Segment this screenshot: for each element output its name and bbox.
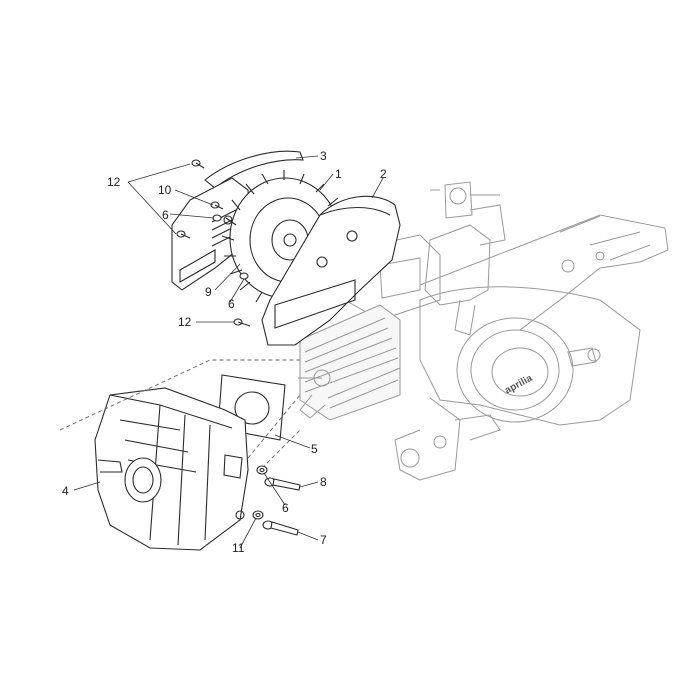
callout-4: 4 xyxy=(62,484,69,498)
part-4-cylinder-cover xyxy=(94,387,249,551)
callout-7: 7 xyxy=(320,533,327,547)
leader-lines xyxy=(73,155,384,549)
washer-6-lower xyxy=(256,465,268,475)
bolt-7 xyxy=(262,520,299,536)
screw-10 xyxy=(210,201,224,210)
callout-labels: 12 10 6 3 1 2 9 6 12 5 4 8 6 11 7 xyxy=(62,149,387,555)
screw-12-mid xyxy=(233,318,251,327)
callout-6-lower: 6 xyxy=(282,501,289,515)
screw-12-left xyxy=(176,230,191,239)
callout-1: 1 xyxy=(335,167,342,181)
callout-6-mid: 6 xyxy=(228,297,235,311)
callout-5: 5 xyxy=(311,442,318,456)
fasteners xyxy=(176,159,301,536)
aprilia-logo: aprilia xyxy=(503,373,535,397)
cylinder-ghost xyxy=(298,304,401,421)
callout-12-top: 12 xyxy=(107,175,121,189)
callout-8: 8 xyxy=(320,475,327,489)
washer-6-mid xyxy=(239,272,249,280)
washer-6-upper xyxy=(212,214,222,222)
callout-10: 10 xyxy=(158,183,172,197)
callout-9: 9 xyxy=(205,285,212,299)
callout-6-upper: 6 xyxy=(162,208,169,222)
part-3-shroud-plate xyxy=(204,150,304,189)
washer-11 xyxy=(252,510,264,520)
part-2-fan-cowling xyxy=(261,195,401,346)
callout-11: 11 xyxy=(232,541,245,555)
part-10-side-cover xyxy=(171,177,251,291)
screw-12-top xyxy=(191,159,205,169)
callout-12-mid: 12 xyxy=(178,315,192,329)
bolt-8 xyxy=(264,477,301,491)
assembly-guide-lines xyxy=(59,359,301,469)
callout-3: 3 xyxy=(320,149,327,163)
callout-2: 2 xyxy=(380,167,387,181)
